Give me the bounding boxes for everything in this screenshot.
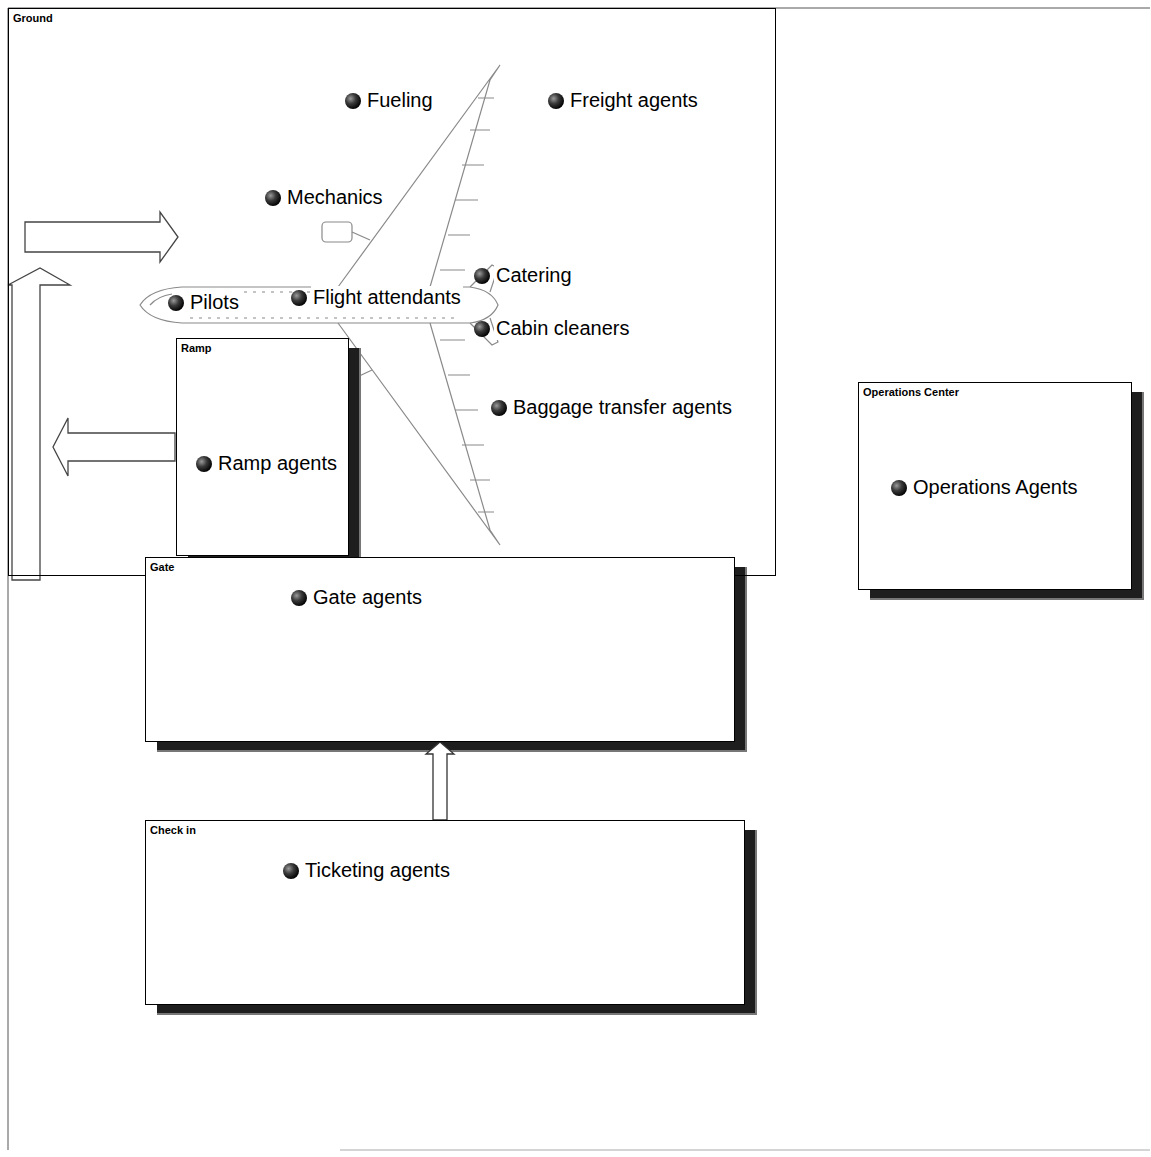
role-label: Ramp agents (216, 452, 339, 475)
bullet-dot (548, 93, 564, 109)
flow-loop-arrows (8, 212, 178, 580)
page-frame (8, 8, 1150, 1150)
bullet-dot (196, 456, 212, 472)
role-label: Cabin cleaners (494, 317, 631, 340)
flow-arrow (426, 742, 454, 820)
bullet-dot (491, 400, 507, 416)
bullet-dot (265, 190, 281, 206)
bullet-dot (283, 863, 299, 879)
bullet-dot (345, 93, 361, 109)
area-box: GateGate agents (145, 557, 735, 742)
role-label: Gate agents (311, 586, 424, 609)
role-label: Ticketing agents (303, 859, 452, 882)
area-box: Check in Ticketing agents (145, 820, 745, 1005)
role-label: Flight attendants (311, 286, 463, 309)
bullet-dot (291, 590, 307, 606)
area-box: RampRamp agents (176, 338, 349, 556)
box-heading: Ground (13, 12, 53, 25)
box-heading: Ramp (181, 342, 212, 355)
bullet-dot (891, 480, 907, 496)
role-label: Pilots (188, 291, 241, 314)
box-heading: Gate (150, 561, 174, 574)
role-label: Freight agents (568, 89, 700, 112)
role-label: Fueling (365, 89, 435, 112)
bullet-dot (168, 295, 184, 311)
bullet-dot (291, 290, 307, 306)
area-box: Operations CenterOperations Agents (858, 382, 1132, 590)
box-heading: Check in (150, 824, 196, 837)
role-label: Mechanics (285, 186, 385, 209)
role-label: Baggage transfer agents (511, 396, 734, 419)
box-heading: Operations Center (863, 386, 959, 399)
region-box: RampRamp agents GroundFueling Freight agen… (8, 8, 776, 576)
bullet-dot (474, 268, 490, 284)
role-label: Operations Agents (911, 476, 1080, 499)
role-label: Catering (494, 264, 574, 287)
bullet-dot (474, 321, 490, 337)
